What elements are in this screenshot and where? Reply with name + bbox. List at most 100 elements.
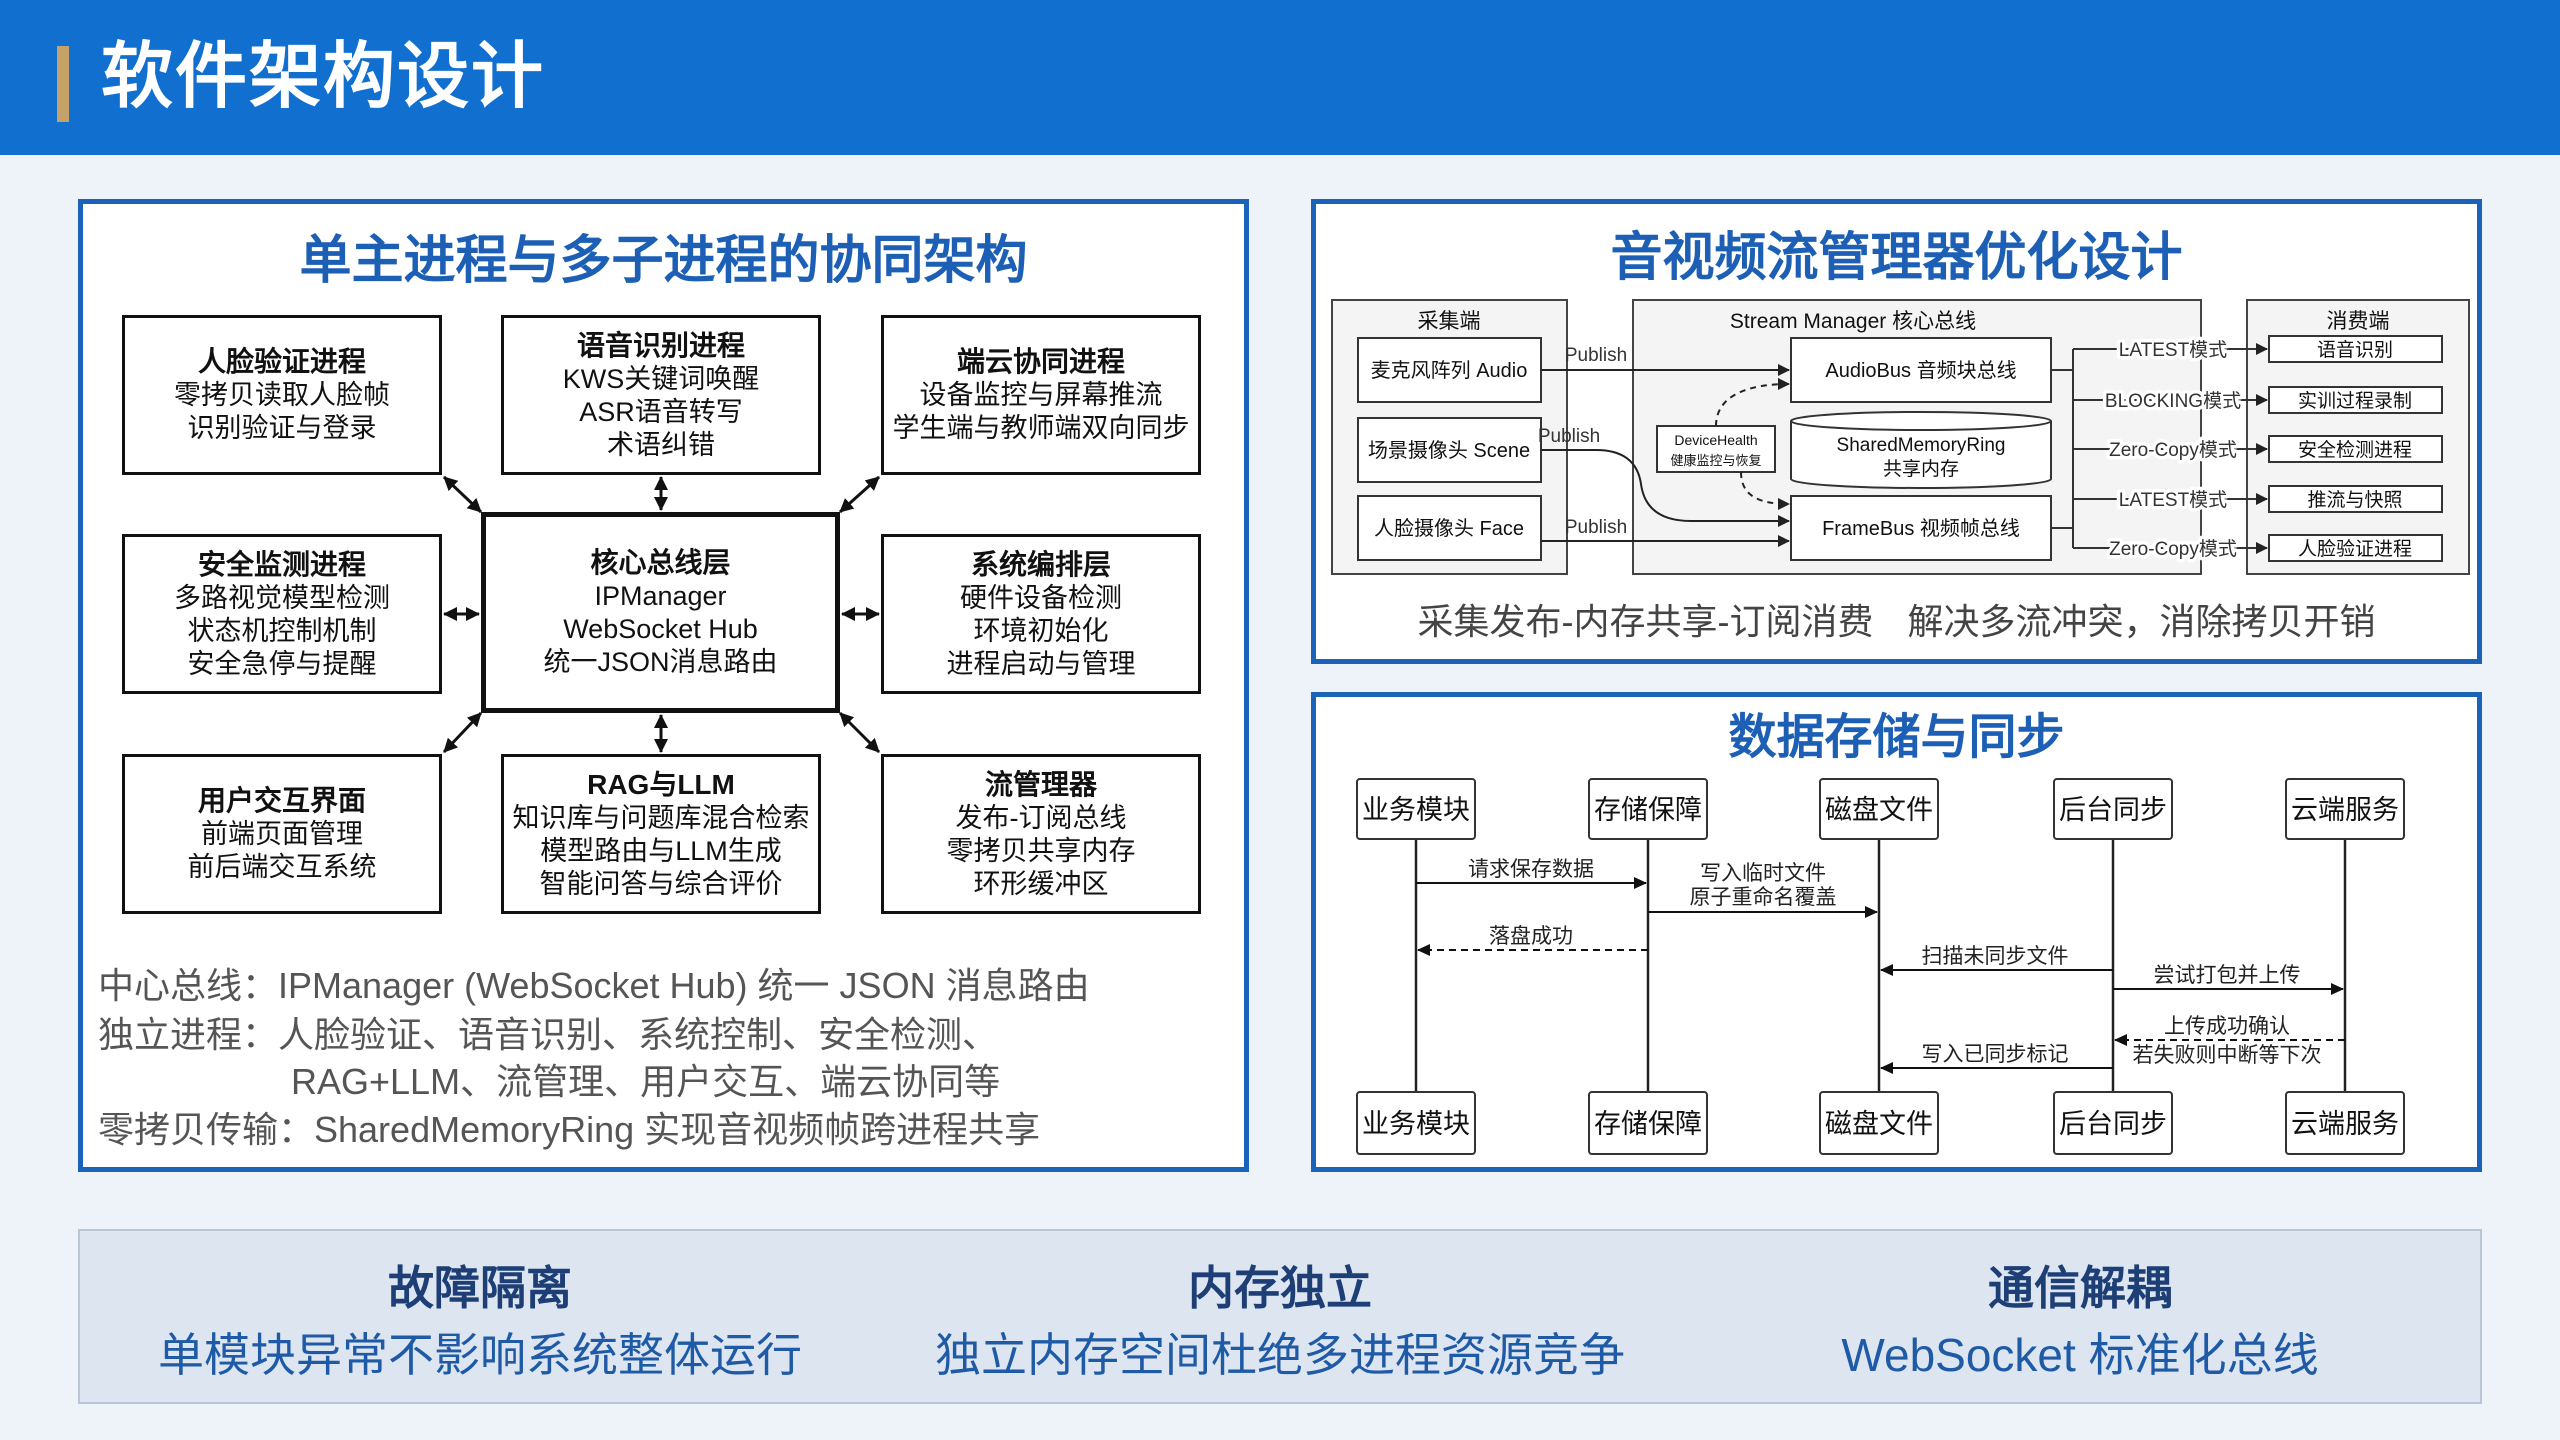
face-camera-label: 人脸摄像头 Face xyxy=(1374,517,1524,540)
module-line: 前后端交互系统 xyxy=(187,852,377,882)
health-arrow-frame-bus xyxy=(1740,471,1790,510)
header-accent-bar xyxy=(57,46,69,122)
face-camera-box xyxy=(1357,495,1542,561)
consumer-box xyxy=(2268,485,2443,513)
message-label: 扫描未同步文件 xyxy=(1922,945,2069,968)
message-label: 原子重命名覆盖 xyxy=(1690,886,1837,909)
benefit-title: 故障隔离 xyxy=(388,1262,572,1314)
architecture-arrows xyxy=(442,475,881,754)
stream-manager-diagram: 采集端 麦克风阵列 Audio 场景摄像头 Scene 人脸摄像头 Face S… xyxy=(1331,299,2470,575)
mode-label: LATEST模式 xyxy=(2119,489,2227,511)
participant-box xyxy=(1356,1091,1476,1155)
benefit-memory-independence: 内存独立 独立内存空间杜绝多进程资源竞争 xyxy=(880,1231,1680,1402)
module-line: 设备监控与屏幕推流 xyxy=(919,380,1163,410)
core-line: WebSocket Hub xyxy=(563,614,758,644)
message-label: 若失败则中断等下次 xyxy=(2133,1044,2322,1067)
arrow-core-face xyxy=(442,475,483,514)
device-health-box xyxy=(1656,425,1776,473)
consumer-label: 语音识别 xyxy=(2317,339,2393,361)
module-title: 流管理器 xyxy=(984,768,1097,800)
module-line: 环形缓冲区 xyxy=(973,868,1109,899)
message-label: 落盘成功 xyxy=(1489,925,1573,948)
core-line: 统一JSON消息路由 xyxy=(543,647,778,677)
module-line: 识别验证与登录 xyxy=(187,413,377,443)
device-health-label: DeviceHealth xyxy=(1674,432,1757,448)
participant-disk: 磁盘文件 xyxy=(1825,795,1933,825)
benefit-desc: 独立内存空间杜绝多进程资源竞争 xyxy=(935,1329,1625,1381)
stream-core-label: Stream Manager 核心总线 xyxy=(1730,310,1976,333)
mode-label: Zero-Copy模式 xyxy=(2109,439,2237,461)
shared-memory-ring-sublabel: 共享内存 xyxy=(1883,458,1959,480)
consumer-box xyxy=(2268,386,2443,414)
mode-label: BLOCKING模式 xyxy=(2105,390,2241,412)
health-arrow-audio-bus xyxy=(1715,378,1790,427)
message-label: 写入已同步标记 xyxy=(1922,1043,2069,1066)
message-label: 尝试打包并上传 xyxy=(2154,964,2301,987)
message-label: 请求保存数据 xyxy=(1468,858,1594,881)
module-system-orchestration: 系统编排层 硬件设备检测 环境初始化 进程启动与管理 xyxy=(881,534,1201,694)
module-title: 系统编排层 xyxy=(970,548,1111,580)
mode-label: Zero-Copy模式 xyxy=(2109,538,2237,560)
module-title: 端云协同进程 xyxy=(956,346,1125,377)
shared-memory-ring-top xyxy=(1790,411,2052,431)
producer-group-label: 采集端 xyxy=(1418,310,1481,333)
module-line: 环境初始化 xyxy=(973,615,1109,646)
participant-box xyxy=(2053,1091,2173,1155)
participant-box xyxy=(1356,778,1476,840)
participant-storage: 存储保障 xyxy=(1594,795,1702,825)
participant-box xyxy=(1588,1091,1708,1155)
module-rag-llm: RAG与LLM 知识库与问题库混合检索 模型路由与LLM生成 智能问答与综合评价 xyxy=(501,754,821,914)
benefit-title: 内存独立 xyxy=(1188,1262,1372,1314)
module-line: 学生端与教师端双向同步 xyxy=(892,413,1190,443)
note-independent-processes: 独立进程：人脸验证、语音识别、系统控制、安全检测、 xyxy=(98,1014,999,1055)
consumer-group-label: 消费端 xyxy=(2327,310,2390,333)
participant-storage: 存储保障 xyxy=(1594,1109,1702,1139)
participant-sync: 后台同步 xyxy=(2059,1109,2167,1139)
module-line: 智能问答与综合评价 xyxy=(539,868,783,899)
note-central-bus: 中心总线：IPManager (WebSocket Hub) 统一 JSON 消… xyxy=(98,965,1090,1006)
publish-label-audio: Publish xyxy=(1565,345,1627,366)
module-line: 多路视觉模型检测 xyxy=(174,582,390,613)
scene-camera-box xyxy=(1357,417,1542,483)
module-line: 模型路由与LLM生成 xyxy=(540,835,782,866)
consumer-label: 推流与快照 xyxy=(2307,489,2402,511)
participant-cloud: 云端服务 xyxy=(2291,1109,2399,1139)
participant-box xyxy=(2053,778,2173,840)
mode-label: LATEST模式 xyxy=(2119,339,2227,361)
stream-caption-benefit: 解决多流冲突，消除拷贝开销 xyxy=(1907,601,2376,642)
module-face-verification: 人脸验证进程 零拷贝读取人脸帧 识别验证与登录 xyxy=(122,315,442,475)
module-safety-monitoring: 安全监测进程 多路视觉模型检测 状态机控制机制 安全急停与提醒 xyxy=(122,534,442,694)
participant-box xyxy=(1588,778,1708,840)
message-label: 写入临时文件 xyxy=(1700,862,1826,885)
module-line: 安全急停与提醒 xyxy=(187,648,377,679)
module-title: RAG与LLM xyxy=(587,768,735,800)
sequence-diagram: 业务模块 存储保障 磁盘文件 后台同步 云端服务 业务模块 存储保障 磁盘文件 … xyxy=(1356,778,2405,1155)
module-title: 语音识别进程 xyxy=(576,329,745,361)
module-edge-cloud: 端云协同进程 设备监控与屏幕推流 学生端与教师端双向同步 xyxy=(881,315,1201,475)
module-user-interface: 用户交互界面 前端页面管理 前后端交互系统 xyxy=(122,754,442,914)
architecture-panel: 单主进程与多子进程的协同架构 人脸验证进程 零拷贝读取人脸帧 识别验证与登录 语… xyxy=(78,199,1249,1172)
arrow-core-stream xyxy=(838,711,881,754)
benefit-title: 通信解耦 xyxy=(1988,1262,2172,1314)
module-line: 前端页面管理 xyxy=(201,819,363,849)
participant-business: 业务模块 xyxy=(1362,795,1470,825)
benefits-strip: 故障隔离 单模块异常不影响系统整体运行 内存独立 独立内存空间杜绝多进程资源竞争… xyxy=(78,1229,2482,1404)
publish-arrow-scene xyxy=(1541,449,1790,527)
consumer-label: 安全检测进程 xyxy=(2298,439,2412,461)
benefit-desc: 单模块异常不影响系统整体运行 xyxy=(158,1329,802,1381)
module-title: 人脸验证进程 xyxy=(197,346,366,377)
participant-cloud: 云端服务 xyxy=(2291,795,2399,825)
core-bus-layer: 核心总线层 IPManager WebSocket Hub 统一JSON消息路由 xyxy=(481,512,840,713)
benefit-desc: WebSocket 标准化总线 xyxy=(1841,1329,2319,1381)
module-line: 零拷贝读取人脸帧 xyxy=(174,380,390,410)
module-line: 术语纠错 xyxy=(607,429,715,460)
participant-box xyxy=(2285,1091,2405,1155)
participant-box xyxy=(1819,1091,1939,1155)
module-line: 知识库与问题库混合检索 xyxy=(512,802,810,833)
frame-bus-box xyxy=(1790,495,2052,561)
module-line: KWS关键词唤醒 xyxy=(562,363,760,394)
core-title: 核心总线层 xyxy=(590,547,731,578)
shared-memory-ring-label: SharedMemoryRing xyxy=(1837,435,2006,456)
stream-caption-flow: 采集发布-内存共享-订阅消费 xyxy=(1417,601,1874,642)
module-line: 状态机控制机制 xyxy=(187,615,377,646)
